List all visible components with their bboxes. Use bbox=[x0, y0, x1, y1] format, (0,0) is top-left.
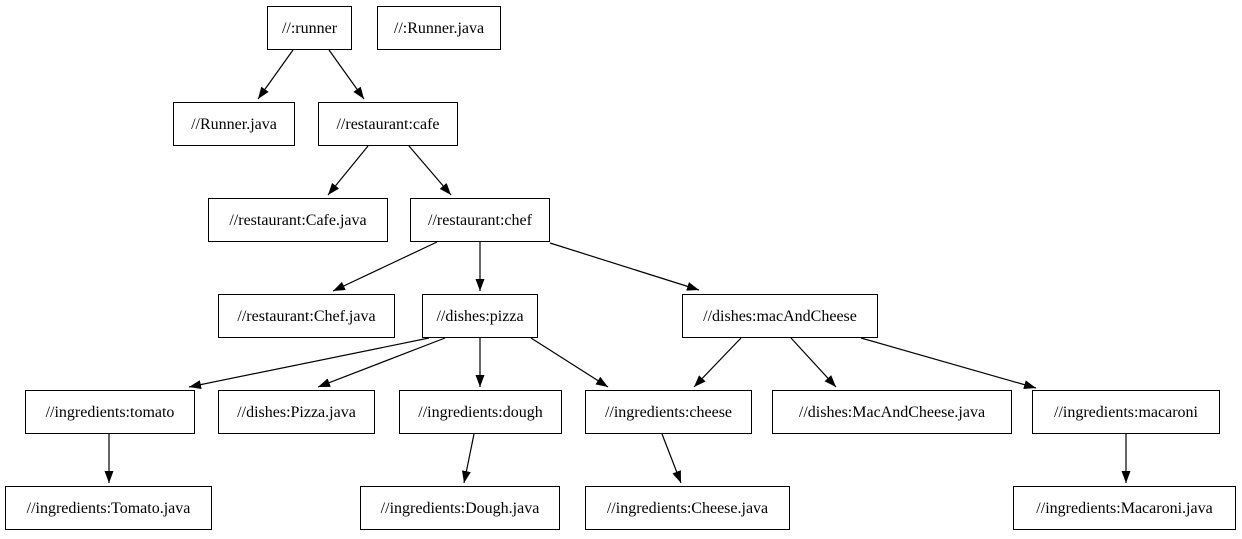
edge-chef-to-chef-java bbox=[332, 241, 438, 292]
edge-cafe-to-cafe-java bbox=[327, 145, 369, 196]
node-tomato: //ingredients:tomato bbox=[25, 390, 195, 434]
node-dough: //ingredients:dough bbox=[399, 390, 562, 434]
node-pizza: //dishes:pizza bbox=[422, 294, 538, 338]
edge-macandcheese-to-macaroni bbox=[860, 337, 1037, 390]
node-tomato-java: //ingredients:Tomato.java bbox=[5, 486, 212, 530]
node-cheese: //ingredients:cheese bbox=[585, 390, 752, 434]
node-cheese-java: //ingredients:Cheese.java bbox=[585, 486, 790, 530]
node-pizza-java: //dishes:Pizza.java bbox=[218, 390, 375, 434]
edge-dough-to-dough-java bbox=[461, 433, 475, 484]
node-macandcheese-java: //dishes:MacAndCheese.java bbox=[772, 390, 1012, 434]
node-cafe-java: //restaurant:Cafe.java bbox=[208, 198, 388, 242]
edge-cafe-to-chef bbox=[408, 145, 452, 196]
edge-cheese-to-cheese-java bbox=[661, 433, 682, 484]
node-macaroni: //ingredients:macaroni bbox=[1032, 390, 1220, 434]
node-cafe: //restaurant:cafe bbox=[318, 102, 458, 146]
node-macandcheese: //dishes:macAndCheese bbox=[682, 294, 878, 338]
edge-pizza-to-tomato bbox=[188, 337, 430, 390]
edge-runner-to-cafe bbox=[328, 49, 365, 100]
node-macaroni-java: //ingredients:Macaroni.java bbox=[1013, 486, 1236, 530]
node-dough-java: //ingredients:Dough.java bbox=[360, 486, 560, 530]
node-runner-java: //Runner.java bbox=[173, 102, 295, 146]
edge-pizza-to-cheese bbox=[530, 337, 609, 388]
edge-macandcheese-to-macandcheese-java bbox=[790, 337, 837, 388]
node-chef-java: //restaurant:Chef.java bbox=[218, 294, 395, 338]
edge-runner-to-runner-java bbox=[257, 49, 294, 100]
node-runner: //:runner bbox=[267, 6, 352, 50]
edge-macandcheese-to-cheese bbox=[693, 337, 742, 388]
edge-chef-to-macandcheese bbox=[549, 242, 700, 291]
edge-pizza-to-pizza-java bbox=[317, 337, 446, 388]
node-chef: //restaurant:chef bbox=[410, 198, 550, 242]
node-runner-java-file: //:Runner.java bbox=[377, 6, 501, 50]
